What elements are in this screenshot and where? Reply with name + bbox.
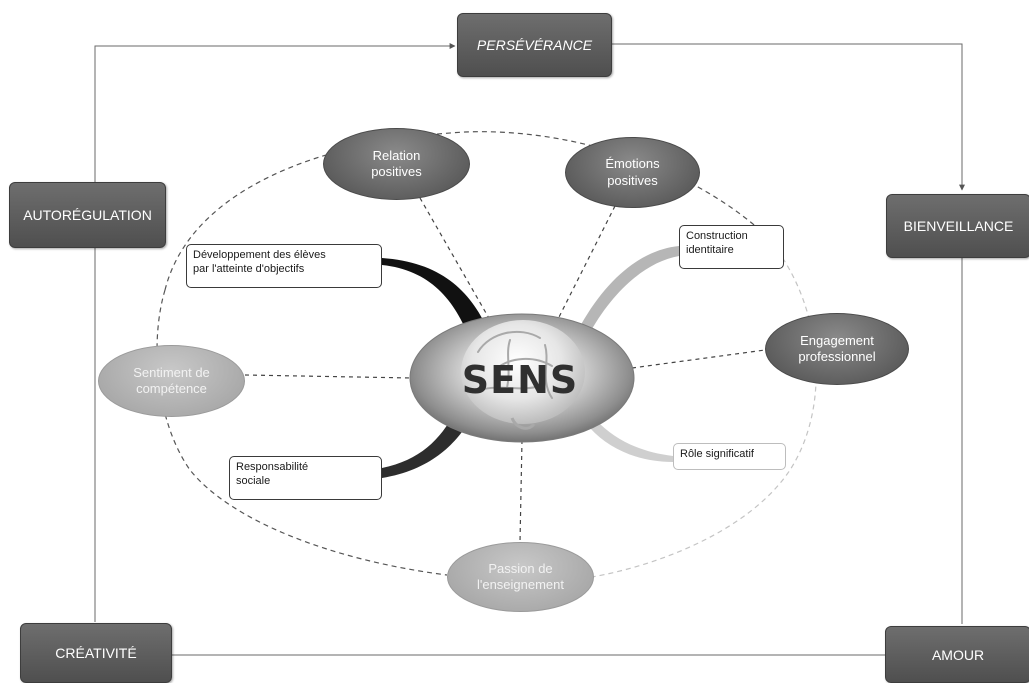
inner-ring-left bbox=[156, 289, 448, 576]
developpement-label: Développement des élèves par l'atteinte … bbox=[186, 244, 382, 288]
inner-ring-dark bbox=[164, 131, 761, 291]
engagement-professionnel-oval: Engagement professionnel bbox=[765, 313, 909, 385]
relation-positives-oval: Relation positives bbox=[323, 128, 470, 200]
construction-identitaire-label: Construction identitaire bbox=[679, 225, 784, 269]
perseverance-box: PERSÉVÉRANCE bbox=[457, 13, 612, 77]
inner-ring-right bbox=[591, 229, 817, 578]
role-significatif-label: Rôle significatif bbox=[673, 443, 786, 470]
sens-title: SENS bbox=[461, 358, 579, 402]
creativite-box: CRÉATIVITÉ bbox=[20, 623, 172, 683]
outer-cycle-lines bbox=[94, 43, 965, 656]
branch-developpement bbox=[382, 258, 488, 340]
autoregulation-box: AUTORÉGULATION bbox=[9, 182, 166, 248]
bienveillance-box: BIENVEILLANCE bbox=[886, 194, 1029, 258]
emotions-positives-oval: Émotions positives bbox=[565, 137, 700, 208]
branch-role bbox=[590, 420, 673, 462]
dashed-spokes bbox=[244, 197, 766, 543]
passion-enseignement-oval: Passion de l'enseignement bbox=[447, 542, 594, 612]
branch-construction bbox=[578, 246, 679, 336]
brain-icon bbox=[461, 320, 585, 430]
sentiment-competence-oval: Sentiment de compétence bbox=[98, 345, 245, 417]
responsabilite-sociale-label: Responsabilité sociale bbox=[229, 456, 382, 500]
branch-responsabilite bbox=[382, 412, 470, 478]
amour-box: AMOUR bbox=[885, 626, 1029, 683]
